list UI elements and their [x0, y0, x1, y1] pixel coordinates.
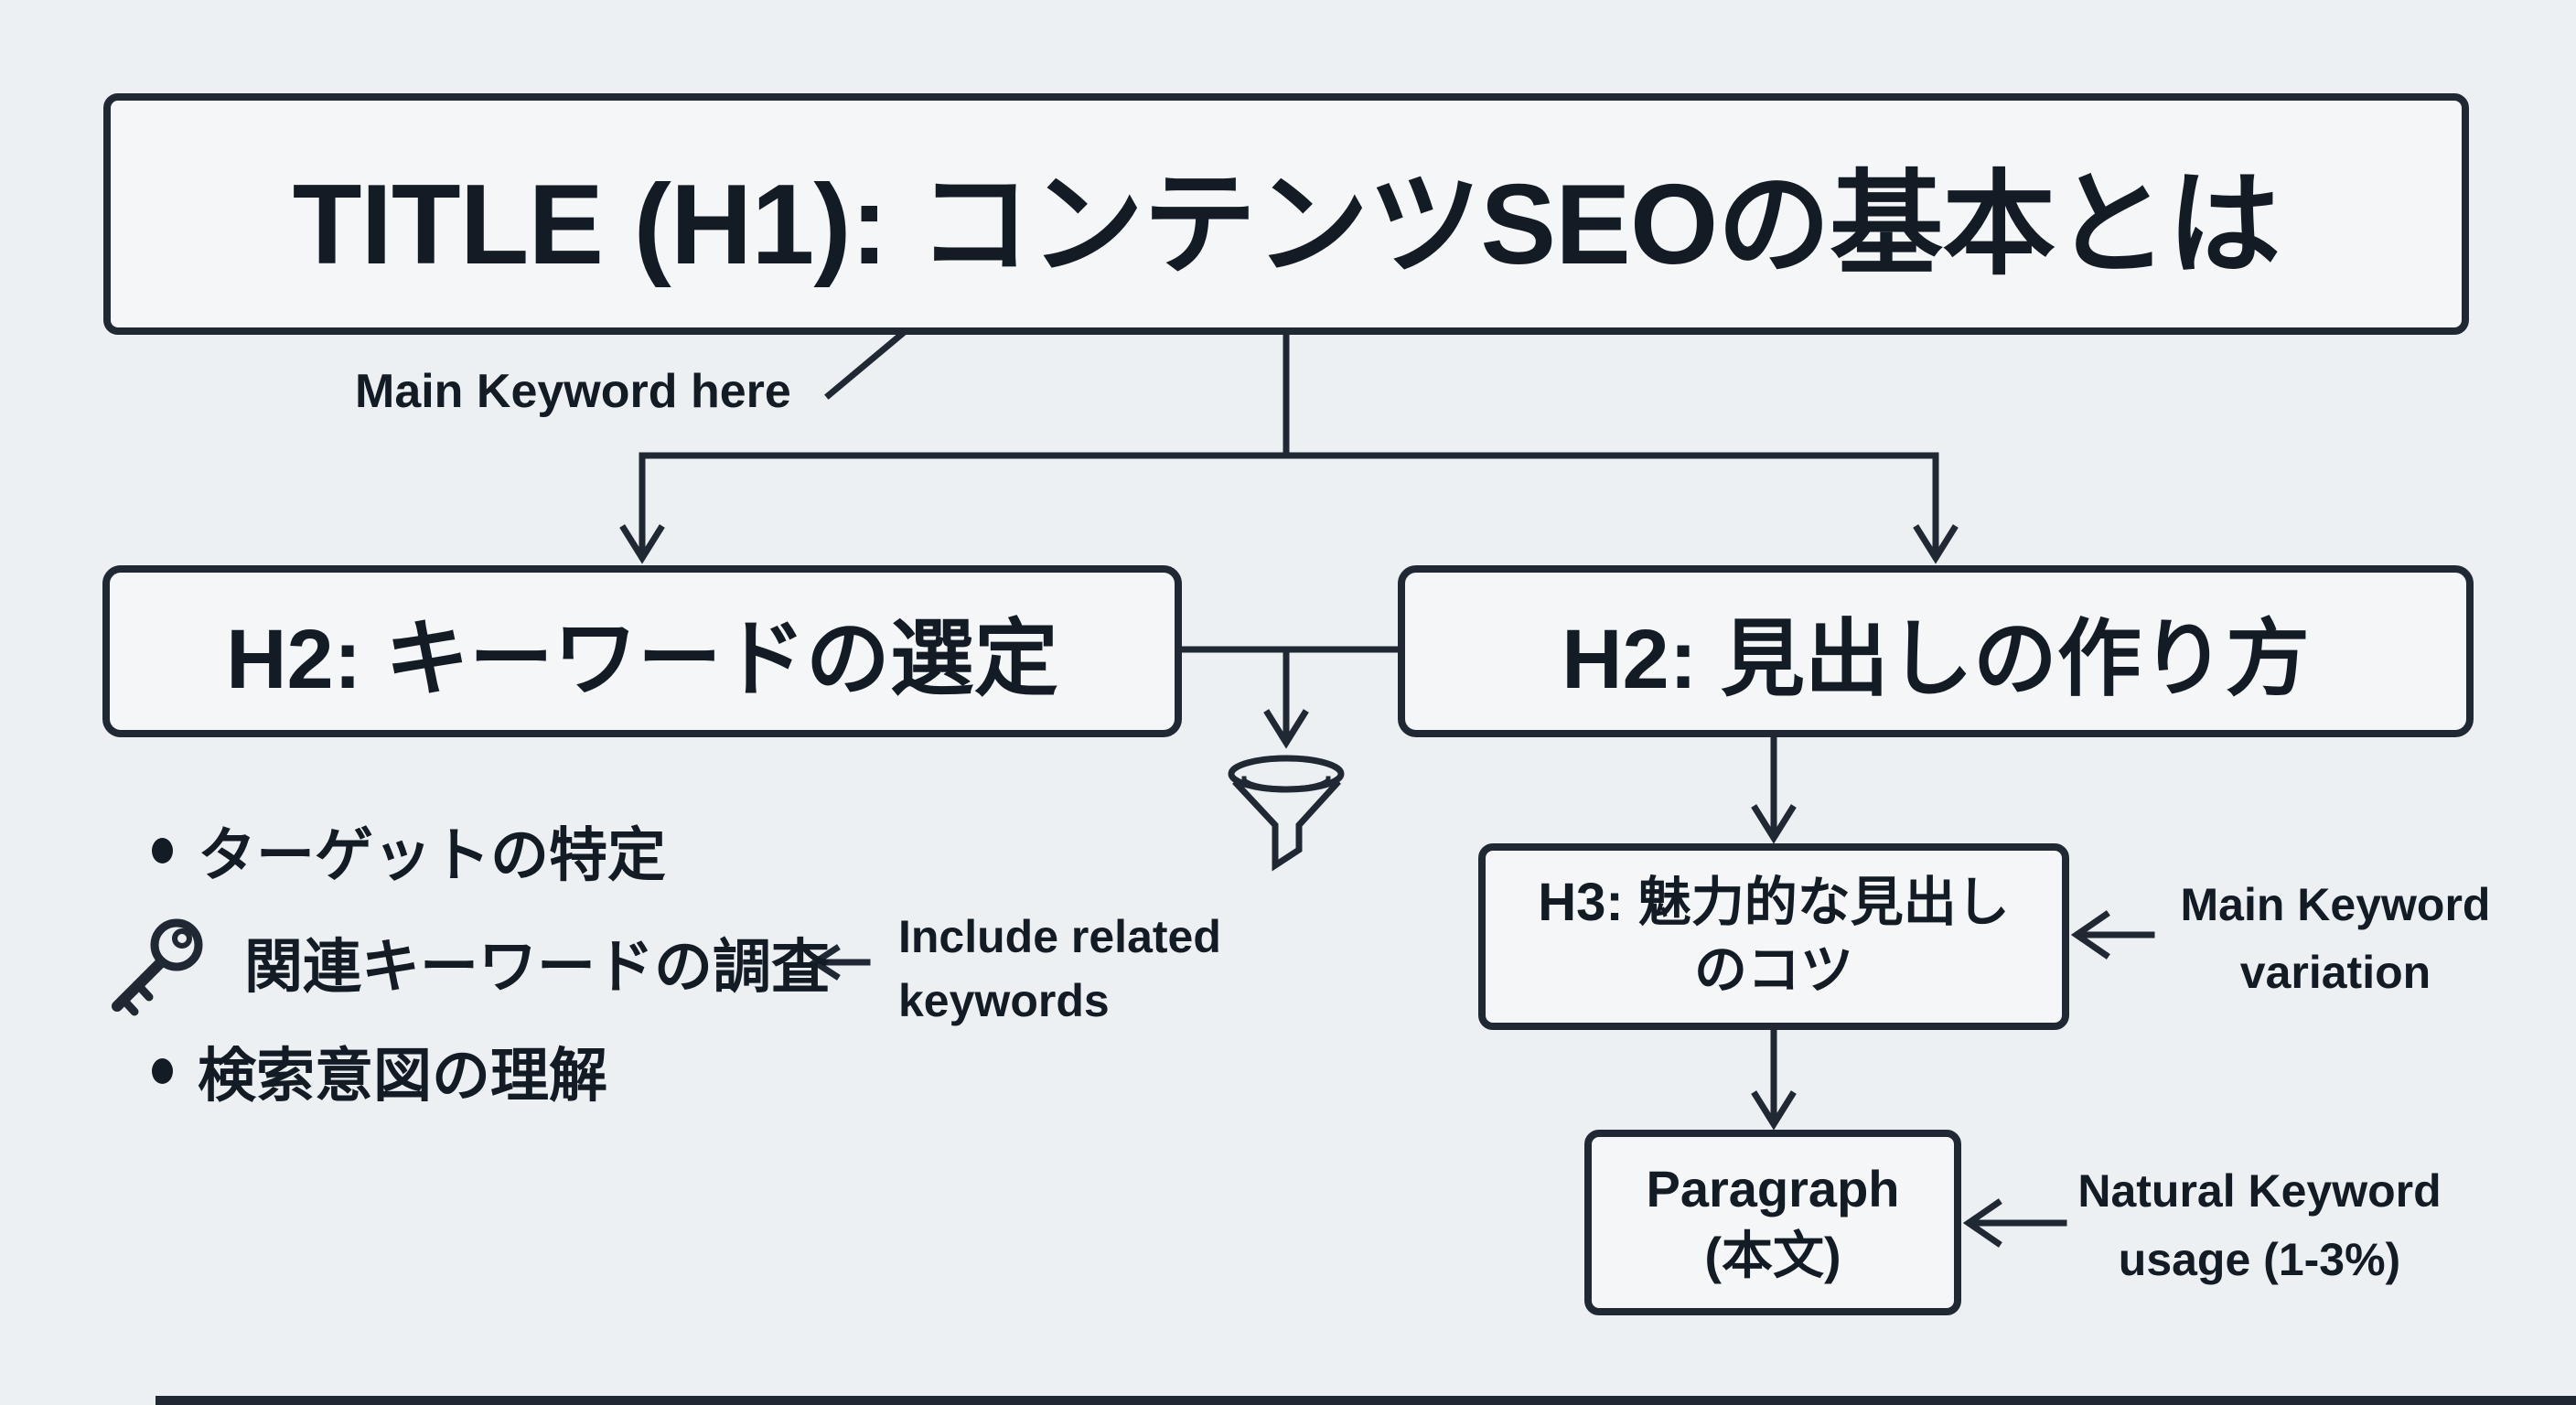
title-h1-box: TITLE (H1): コンテンツSEOの基本とは: [103, 93, 2469, 335]
h2-keyword-label: H2: キーワードの選定: [226, 612, 1058, 706]
title-h1-label: TITLE (H1): コンテンツSEOの基本とは: [292, 162, 2281, 288]
annotation-variation-line2: variation: [2239, 947, 2431, 998]
annotation-main-keyword-here: Main Keyword here: [355, 365, 791, 418]
h2-to-h3-connector: [1751, 734, 1797, 844]
bullet-item-search-intent: 検索意図の理解: [198, 1043, 607, 1109]
paragraph-box: Paragraph (本文): [1584, 1130, 1961, 1315]
natural-keyword-arrow: [1962, 1198, 2067, 1248]
h3-line1: H3: 魅力的な見出し: [1538, 872, 2010, 932]
annotation-include-line1: Include related: [898, 911, 1221, 962]
h2-keyword-box: H2: キーワードの選定: [102, 565, 1182, 737]
h3-line2: のコツ: [1693, 940, 1853, 1000]
title-split-connector: [619, 333, 1959, 564]
bullet-dot: [152, 1058, 173, 1084]
annotation-variation-line1: Main Keyword: [2180, 879, 2491, 930]
annotation-natural-keyword-usage: Natural Keyword usage (1-3%): [2077, 1157, 2441, 1294]
bullet-item-target: ターゲットの特定: [198, 822, 666, 888]
h3-to-paragraph-connector: [1751, 1026, 1797, 1131]
annotation-natural-line2: usage (1-3%): [2118, 1234, 2401, 1285]
main-keyword-variation-arrow: [2070, 910, 2155, 960]
paragraph-line2: (本文): [1704, 1226, 1841, 1284]
paragraph-line1: Paragraph: [1646, 1159, 1900, 1217]
key-icon: [112, 918, 203, 1016]
h2-heading-label: H2: 見出しの作り方: [1562, 612, 2310, 706]
annotation-natural-line1: Natural Keyword: [2077, 1165, 2442, 1217]
funnel-icon: [1228, 755, 1345, 872]
h3-heading-tips-box: H3: 魅力的な見出し のコツ: [1478, 843, 2069, 1030]
annotation-include-line2: keywords: [898, 975, 1110, 1026]
include-related-arrow: [809, 944, 871, 981]
h2-heading-box: H2: 見出しの作り方: [1398, 565, 2474, 737]
bullet-item-related-keywords: 関連キーワードの調査: [244, 934, 830, 1000]
bullet-dot: [152, 838, 173, 863]
annotation-main-keyword-variation: Main Keyword variation: [2181, 871, 2491, 1006]
annotation-include-related-keywords: Include related keywords: [898, 905, 1221, 1033]
bottom-edge-bar: [156, 1396, 2576, 1405]
h2-funnel-connector: [1178, 646, 1401, 749]
